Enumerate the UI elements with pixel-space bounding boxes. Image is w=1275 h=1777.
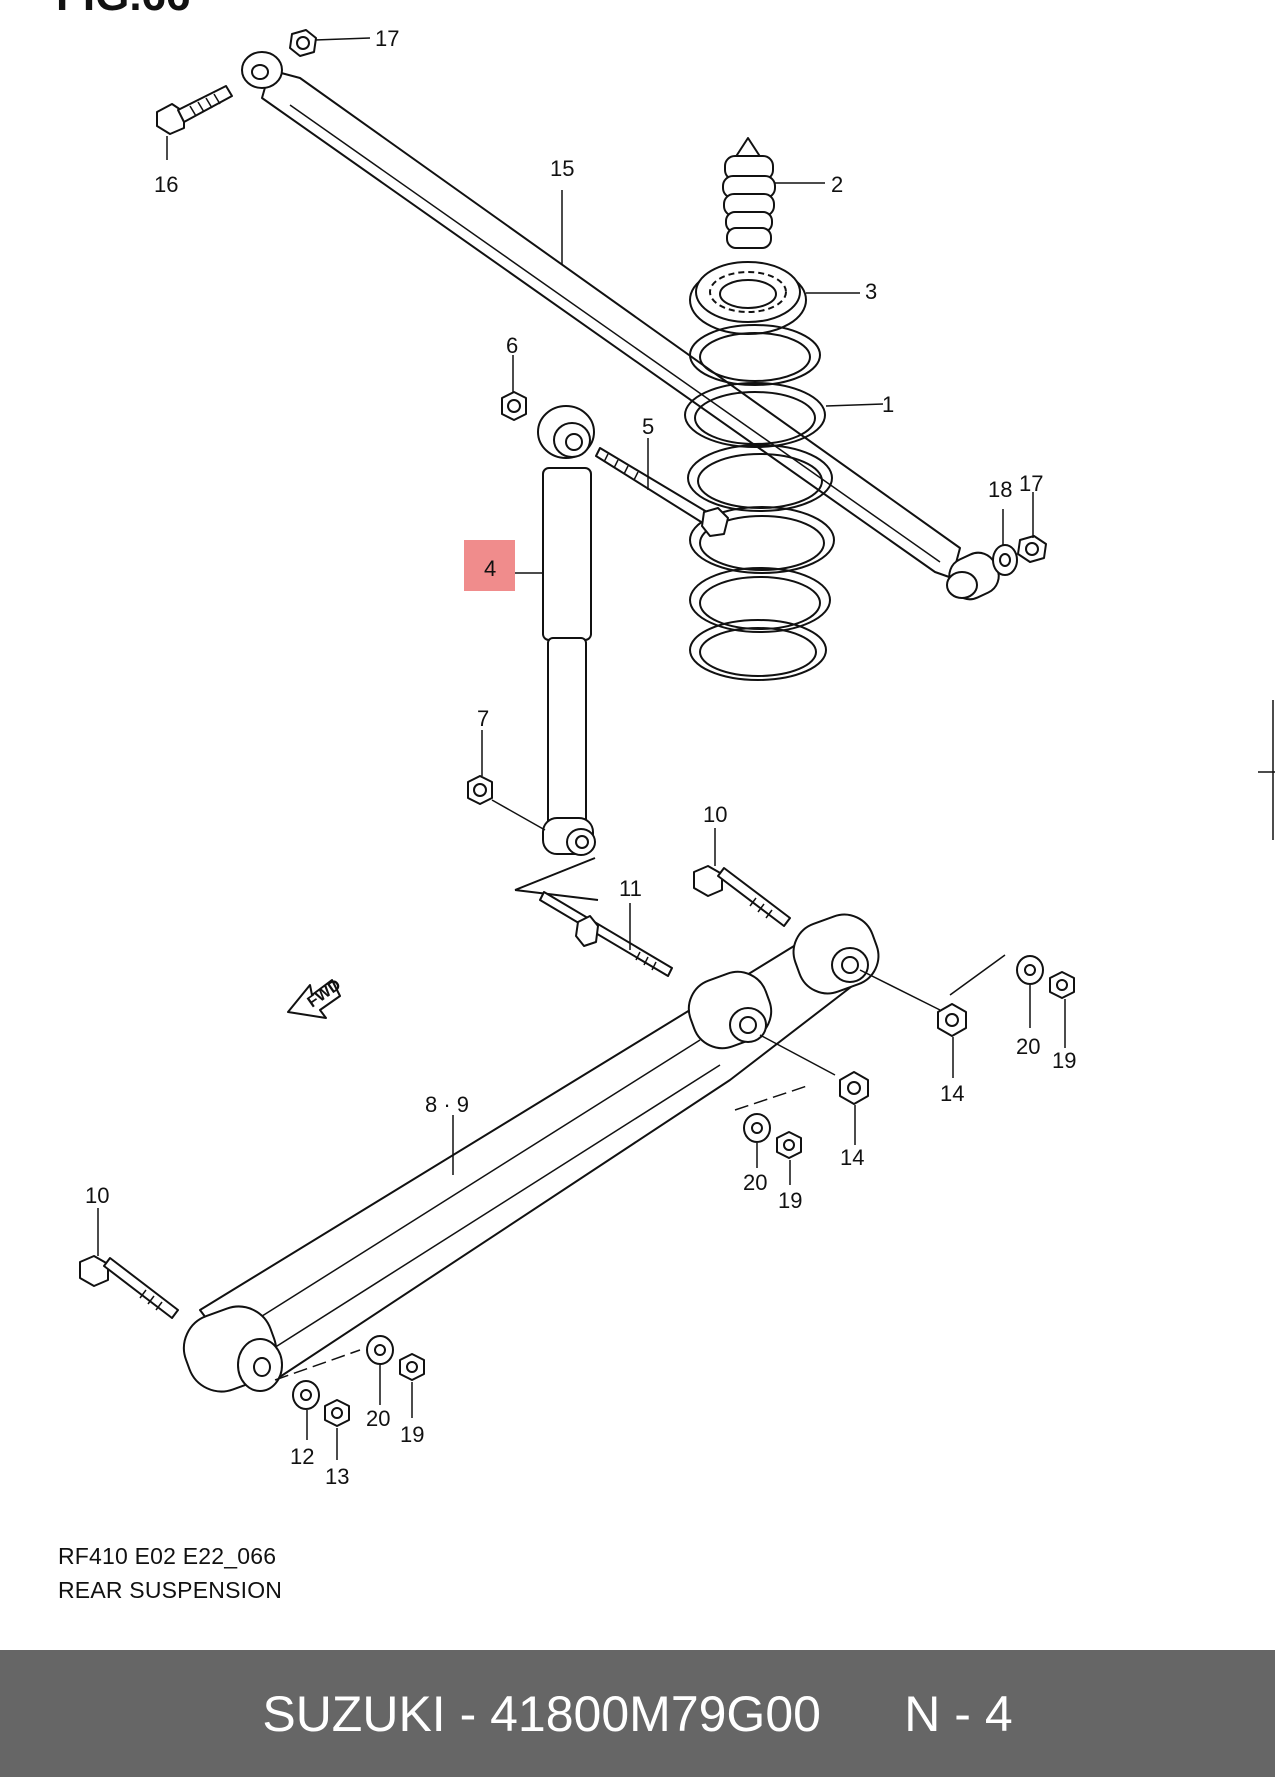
exploded-parts-diagram: FIG.66 <box>56 0 1275 1489</box>
nut-17-right <box>1017 535 1047 563</box>
nut-13 <box>324 1399 350 1427</box>
label-20-right: 20 <box>1016 1034 1040 1059</box>
label-16: 16 <box>154 172 178 197</box>
nut-14-right <box>937 1003 967 1037</box>
label-14-right: 14 <box>940 1081 964 1106</box>
label-18: 18 <box>988 477 1012 502</box>
label-19-left: 19 <box>400 1422 424 1447</box>
label-20-left: 20 <box>366 1406 390 1431</box>
label-5: 5 <box>642 414 654 439</box>
coil-spring <box>684 324 835 681</box>
label-13: 13 <box>325 1464 349 1489</box>
bolt-5 <box>595 447 729 537</box>
label-10-lower: 10 <box>85 1183 109 1208</box>
washer-12 <box>292 1380 320 1410</box>
washer-20-left <box>366 1335 394 1365</box>
label-4: 4 <box>484 556 496 581</box>
label-11: 11 <box>619 876 642 901</box>
label-10-upper: 10 <box>703 802 727 827</box>
nut-19-right <box>1049 971 1075 999</box>
label-12: 12 <box>290 1444 314 1469</box>
washer-20-right <box>1016 955 1044 985</box>
label-7: 7 <box>477 706 489 731</box>
washer-18 <box>992 544 1018 576</box>
label-19-middle: 19 <box>778 1188 802 1213</box>
label-15: 15 <box>550 156 574 181</box>
lateral-rod <box>241 51 1000 601</box>
diagram-code: RF410 E02 E22_066 <box>58 1543 277 1569</box>
bolt-16 <box>156 85 233 135</box>
washer-20-middle <box>743 1113 771 1143</box>
spring-seat <box>689 261 807 335</box>
nut-19-left <box>399 1353 425 1381</box>
label-20-middle: 20 <box>743 1170 767 1195</box>
diagram-title: REAR SUSPENSION <box>58 1577 283 1603</box>
footer-item-number: N - 4 <box>904 1685 1013 1742</box>
label-6: 6 <box>506 333 518 358</box>
label-14-middle: 14 <box>840 1145 864 1170</box>
label-17-right: 17 <box>1019 471 1043 496</box>
bolt-10-lower <box>79 1255 179 1319</box>
figure-header-fragment: FIG.66 <box>56 0 191 20</box>
label-1: 1 <box>882 392 894 417</box>
shock-absorber <box>537 405 596 856</box>
footer-part-number: SUZUKI - 41800M79G00 <box>262 1685 821 1742</box>
fwd-arrow-icon: FWD <box>287 976 344 1019</box>
nut-7 <box>467 775 546 831</box>
label-2: 2 <box>831 172 843 197</box>
footer-bar: SUZUKI - 41800M79G00 N - 4 <box>0 1650 1275 1777</box>
nut-17-top <box>289 29 317 57</box>
highlight-part-4 <box>464 540 515 591</box>
nut-6 <box>501 391 527 421</box>
trailing-arm <box>182 913 880 1393</box>
footer-spacer <box>821 1685 904 1743</box>
label-8-9: 8 · 9 <box>425 1092 469 1117</box>
label-19-right: 19 <box>1052 1048 1076 1073</box>
bolt-11 <box>514 857 673 977</box>
label-17-top: 17 <box>375 26 399 51</box>
label-3: 3 <box>865 279 877 304</box>
bump-stopper <box>722 137 776 249</box>
bolt-10-upper <box>693 865 791 927</box>
nut-19-middle <box>776 1131 802 1159</box>
nut-14-middle <box>839 1071 869 1105</box>
